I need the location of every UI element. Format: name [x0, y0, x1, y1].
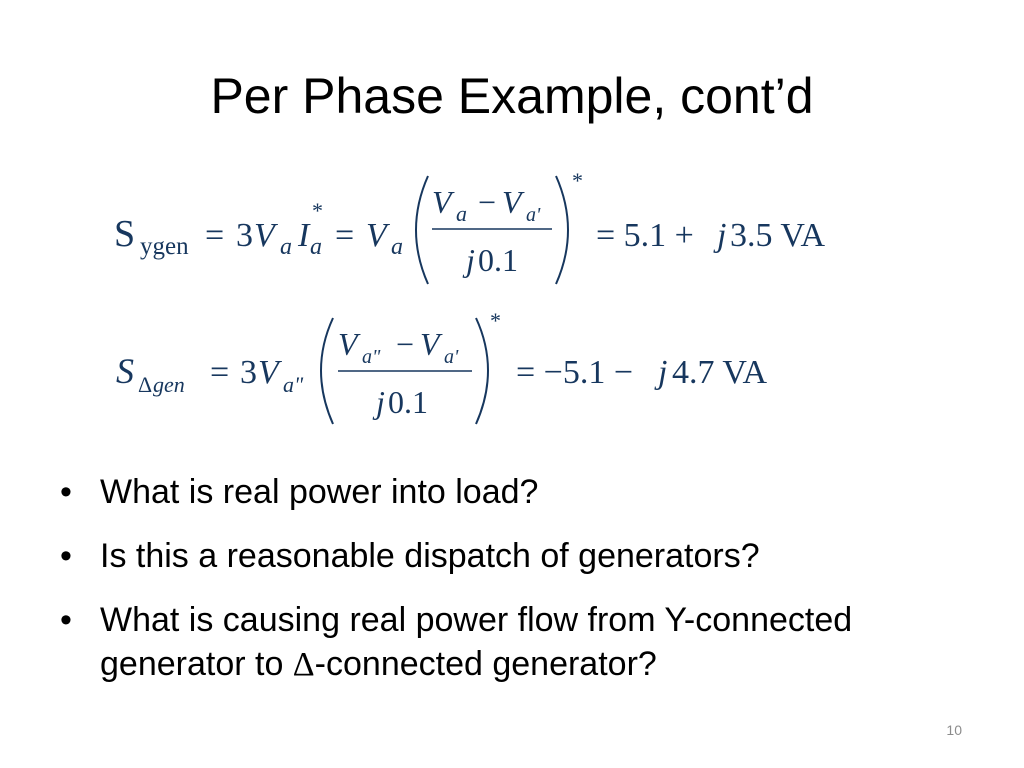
- eq1-num-a: a: [456, 201, 467, 226]
- eq1-num-aprime: a': [526, 204, 541, 226]
- eq2-S: S: [116, 351, 134, 391]
- eq2-gen: gen: [153, 372, 185, 397]
- eq1-conj-star: *: [572, 168, 583, 193]
- bullet-list: • What is real power into load? • Is thi…: [58, 470, 958, 687]
- eq1-den-num: 0.1: [478, 242, 518, 278]
- bullet-text: Is this a reasonable dispatch of generat…: [100, 537, 760, 575]
- eq2-a1: a": [283, 372, 304, 397]
- eq2-right-paren: [475, 317, 489, 425]
- slide-number: 10: [946, 722, 962, 738]
- equation-1: S ygen = 3 V a I * a = V a V a − V a: [114, 168, 826, 285]
- bullet-item: • What is real power into load?: [58, 470, 958, 514]
- equations-svg: S ygen = 3 V a I * a = V a V a − V a: [114, 168, 826, 425]
- eq2-equals-1: =: [210, 354, 229, 391]
- eq1-coef: 3: [236, 217, 253, 254]
- equation-2: S Δ gen = 3 V a" V a" − V a' j 0.1: [116, 308, 768, 425]
- eq1-V1: V: [254, 217, 279, 254]
- eq2-den-j: j: [372, 384, 385, 420]
- eq1-equals-1: =: [205, 217, 224, 254]
- bullet-text-cont: -connected generator?: [314, 645, 657, 683]
- bullet-marker: •: [60, 601, 72, 639]
- eq1-result-j: j: [713, 217, 726, 254]
- eq1-result-imag: 3.5 VA: [730, 217, 826, 254]
- equations-block: S ygen = 3 V a I * a = V a V a − V a: [114, 168, 826, 425]
- eq2-den-num: 0.1: [388, 384, 428, 420]
- eq1-a1: a: [280, 234, 292, 260]
- eq1-I: I: [297, 217, 311, 254]
- eq2-num-V2: V: [420, 326, 443, 362]
- delta-symbol: Δ: [292, 646, 315, 683]
- eq1-right-paren: [555, 175, 569, 285]
- eq2-coef: 3: [240, 354, 257, 391]
- eq1-num-V1: V: [432, 184, 455, 220]
- eq2-delta: Δ: [138, 372, 152, 397]
- bullet-text: What is causing real power flow from Y-c…: [100, 601, 853, 683]
- eq1-den-j: j: [462, 242, 475, 278]
- bullet-text: What is real power into load?: [100, 473, 539, 511]
- eq1-I-star: *: [312, 198, 323, 223]
- eq1-equals-2: =: [335, 217, 354, 254]
- eq2-num-adp: a": [362, 346, 381, 368]
- eq1-V2: V: [366, 217, 391, 254]
- eq2-num-V1: V: [338, 326, 361, 362]
- eq2-left-paren: [320, 317, 334, 425]
- eq2-result-imag: 4.7 VA: [672, 354, 768, 391]
- eq2-num-minus: −: [396, 326, 414, 362]
- eq2-V1: V: [258, 354, 283, 391]
- eq2-result-real: = −5.1 −: [516, 354, 633, 391]
- bullet-item: • What is causing real power flow from Y…: [58, 598, 958, 687]
- eq1-S: S: [114, 213, 135, 255]
- eq1-result-real: = 5.1 +: [596, 217, 694, 254]
- slide-title: Per Phase Example, cont’d: [210, 68, 814, 124]
- eq2-conj-star: *: [490, 308, 501, 333]
- eq1-num-minus: −: [478, 184, 496, 220]
- bullet-marker: •: [60, 537, 72, 575]
- eq2-result-j: j: [654, 354, 667, 391]
- eq1-subscript: ygen: [140, 233, 189, 260]
- eq2-num-aprime: a': [444, 346, 459, 368]
- eq1-a3: a: [391, 234, 403, 260]
- eq1-a2: a: [310, 234, 322, 260]
- bullet-marker: •: [60, 473, 72, 511]
- eq1-left-paren: [415, 175, 429, 285]
- eq1-num-V2: V: [502, 184, 525, 220]
- bullet-item: • Is this a reasonable dispatch of gener…: [58, 534, 958, 578]
